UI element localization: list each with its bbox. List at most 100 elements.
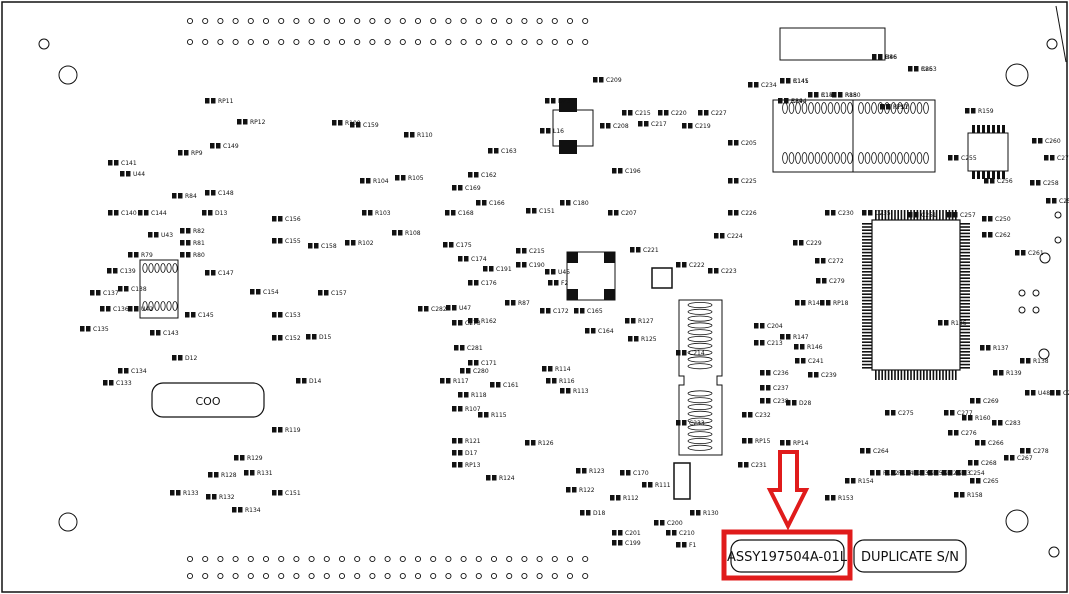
component-pad <box>862 210 867 216</box>
component-pad <box>891 470 896 476</box>
component-label: R116 <box>559 378 575 385</box>
component-pad <box>170 490 175 496</box>
component-label: C196 <box>625 168 641 175</box>
header-pin <box>414 38 422 46</box>
u47-pin <box>972 171 975 179</box>
qfp-pin <box>960 245 970 247</box>
component-label: R160 <box>975 415 991 422</box>
component-c269: C269 <box>970 398 999 405</box>
u47-pins <box>972 125 1005 179</box>
component-u42: U42 <box>128 306 153 313</box>
qfp-pin <box>862 338 872 340</box>
component-c230: C230 <box>825 210 854 217</box>
u47-pin <box>1002 171 1005 179</box>
component-f2: F2 <box>548 280 568 287</box>
component-label: C273 <box>465 320 481 327</box>
component-pad <box>458 392 463 398</box>
component-label: C144 <box>151 210 167 217</box>
component-pad <box>395 175 400 181</box>
u43-pin <box>172 263 178 273</box>
component-label: C254 <box>969 470 985 477</box>
qfp-pin <box>887 370 890 380</box>
highlight-box <box>721 529 853 581</box>
component-pad <box>134 252 139 258</box>
header-pin <box>430 555 437 563</box>
header-pin <box>399 38 406 46</box>
component-d18: D18 <box>580 510 605 517</box>
header-pin <box>186 17 194 25</box>
component-label: R89 <box>791 98 803 105</box>
component-pad <box>1015 250 1020 256</box>
component-pad <box>720 233 725 239</box>
component-c161: C161 <box>490 382 519 389</box>
component-pad <box>452 462 457 468</box>
qfp-pin <box>960 239 970 241</box>
qfp-pin <box>960 251 970 254</box>
u47-outline <box>967 132 1009 172</box>
qfp-pin <box>960 367 970 369</box>
qfp-pin <box>884 210 887 220</box>
header-pin <box>217 17 224 25</box>
mounting-hole <box>58 512 78 532</box>
component-label: R88 <box>845 92 857 99</box>
header-pin <box>582 38 589 46</box>
component-c145: C145 <box>780 78 809 85</box>
component-pad <box>452 185 457 191</box>
qfp-pin <box>862 363 872 366</box>
component-label: C227 <box>711 110 727 117</box>
component-pad <box>505 300 510 306</box>
component-c140: C140 <box>108 210 137 217</box>
resistor-pack-pin <box>903 102 910 114</box>
component-r86: R86 <box>872 54 897 61</box>
component-pad <box>900 470 905 476</box>
component-label: R79 <box>141 252 153 259</box>
component-pad <box>676 262 681 268</box>
component-pad <box>832 92 837 98</box>
qfp-pin <box>960 357 970 359</box>
component-pad <box>278 335 283 341</box>
qfp-pin <box>862 290 872 292</box>
component-pad <box>672 530 677 536</box>
component-c162: C162 <box>468 172 497 179</box>
header-pin <box>232 17 239 25</box>
component-rts1: RTS1 <box>880 104 908 111</box>
qfp-pin <box>862 287 872 289</box>
qfp-pin <box>862 235 872 238</box>
component-label: C257 <box>960 212 976 219</box>
component-pad <box>993 370 998 376</box>
resistor-pack-pin <box>847 102 853 114</box>
component-c200: C200 <box>654 520 683 527</box>
header-pin <box>308 17 315 25</box>
component-d28: D28 <box>786 400 811 407</box>
header-pin <box>445 17 452 25</box>
qfp-pin <box>884 370 887 380</box>
header-pin <box>247 555 254 563</box>
component-pad <box>688 123 693 129</box>
u43-pin <box>160 301 166 311</box>
u43-area <box>139 259 179 319</box>
component-pad <box>90 290 95 296</box>
component-pad <box>238 507 243 513</box>
component-label: R137 <box>993 345 1009 352</box>
component-label: C214 <box>689 350 705 357</box>
component-label: C279 <box>829 278 845 285</box>
qfp-pin <box>862 229 872 231</box>
component-r130: R130 <box>690 510 719 517</box>
component-label: R115 <box>491 412 507 419</box>
component-c166: C166 <box>476 200 505 207</box>
component-c225: C225 <box>728 178 757 185</box>
header-pin <box>247 17 254 25</box>
component-label: C170 <box>633 470 649 477</box>
component-c268: C268 <box>968 460 997 467</box>
component-label: C161 <box>503 382 519 389</box>
qfp-pin <box>926 210 928 220</box>
qfp-pin <box>862 309 872 311</box>
component-pad <box>208 472 213 478</box>
component-pad <box>278 312 283 318</box>
header-pin <box>338 17 346 25</box>
component-pad <box>113 268 118 274</box>
header-pin <box>399 572 406 580</box>
header-pin <box>475 17 482 25</box>
